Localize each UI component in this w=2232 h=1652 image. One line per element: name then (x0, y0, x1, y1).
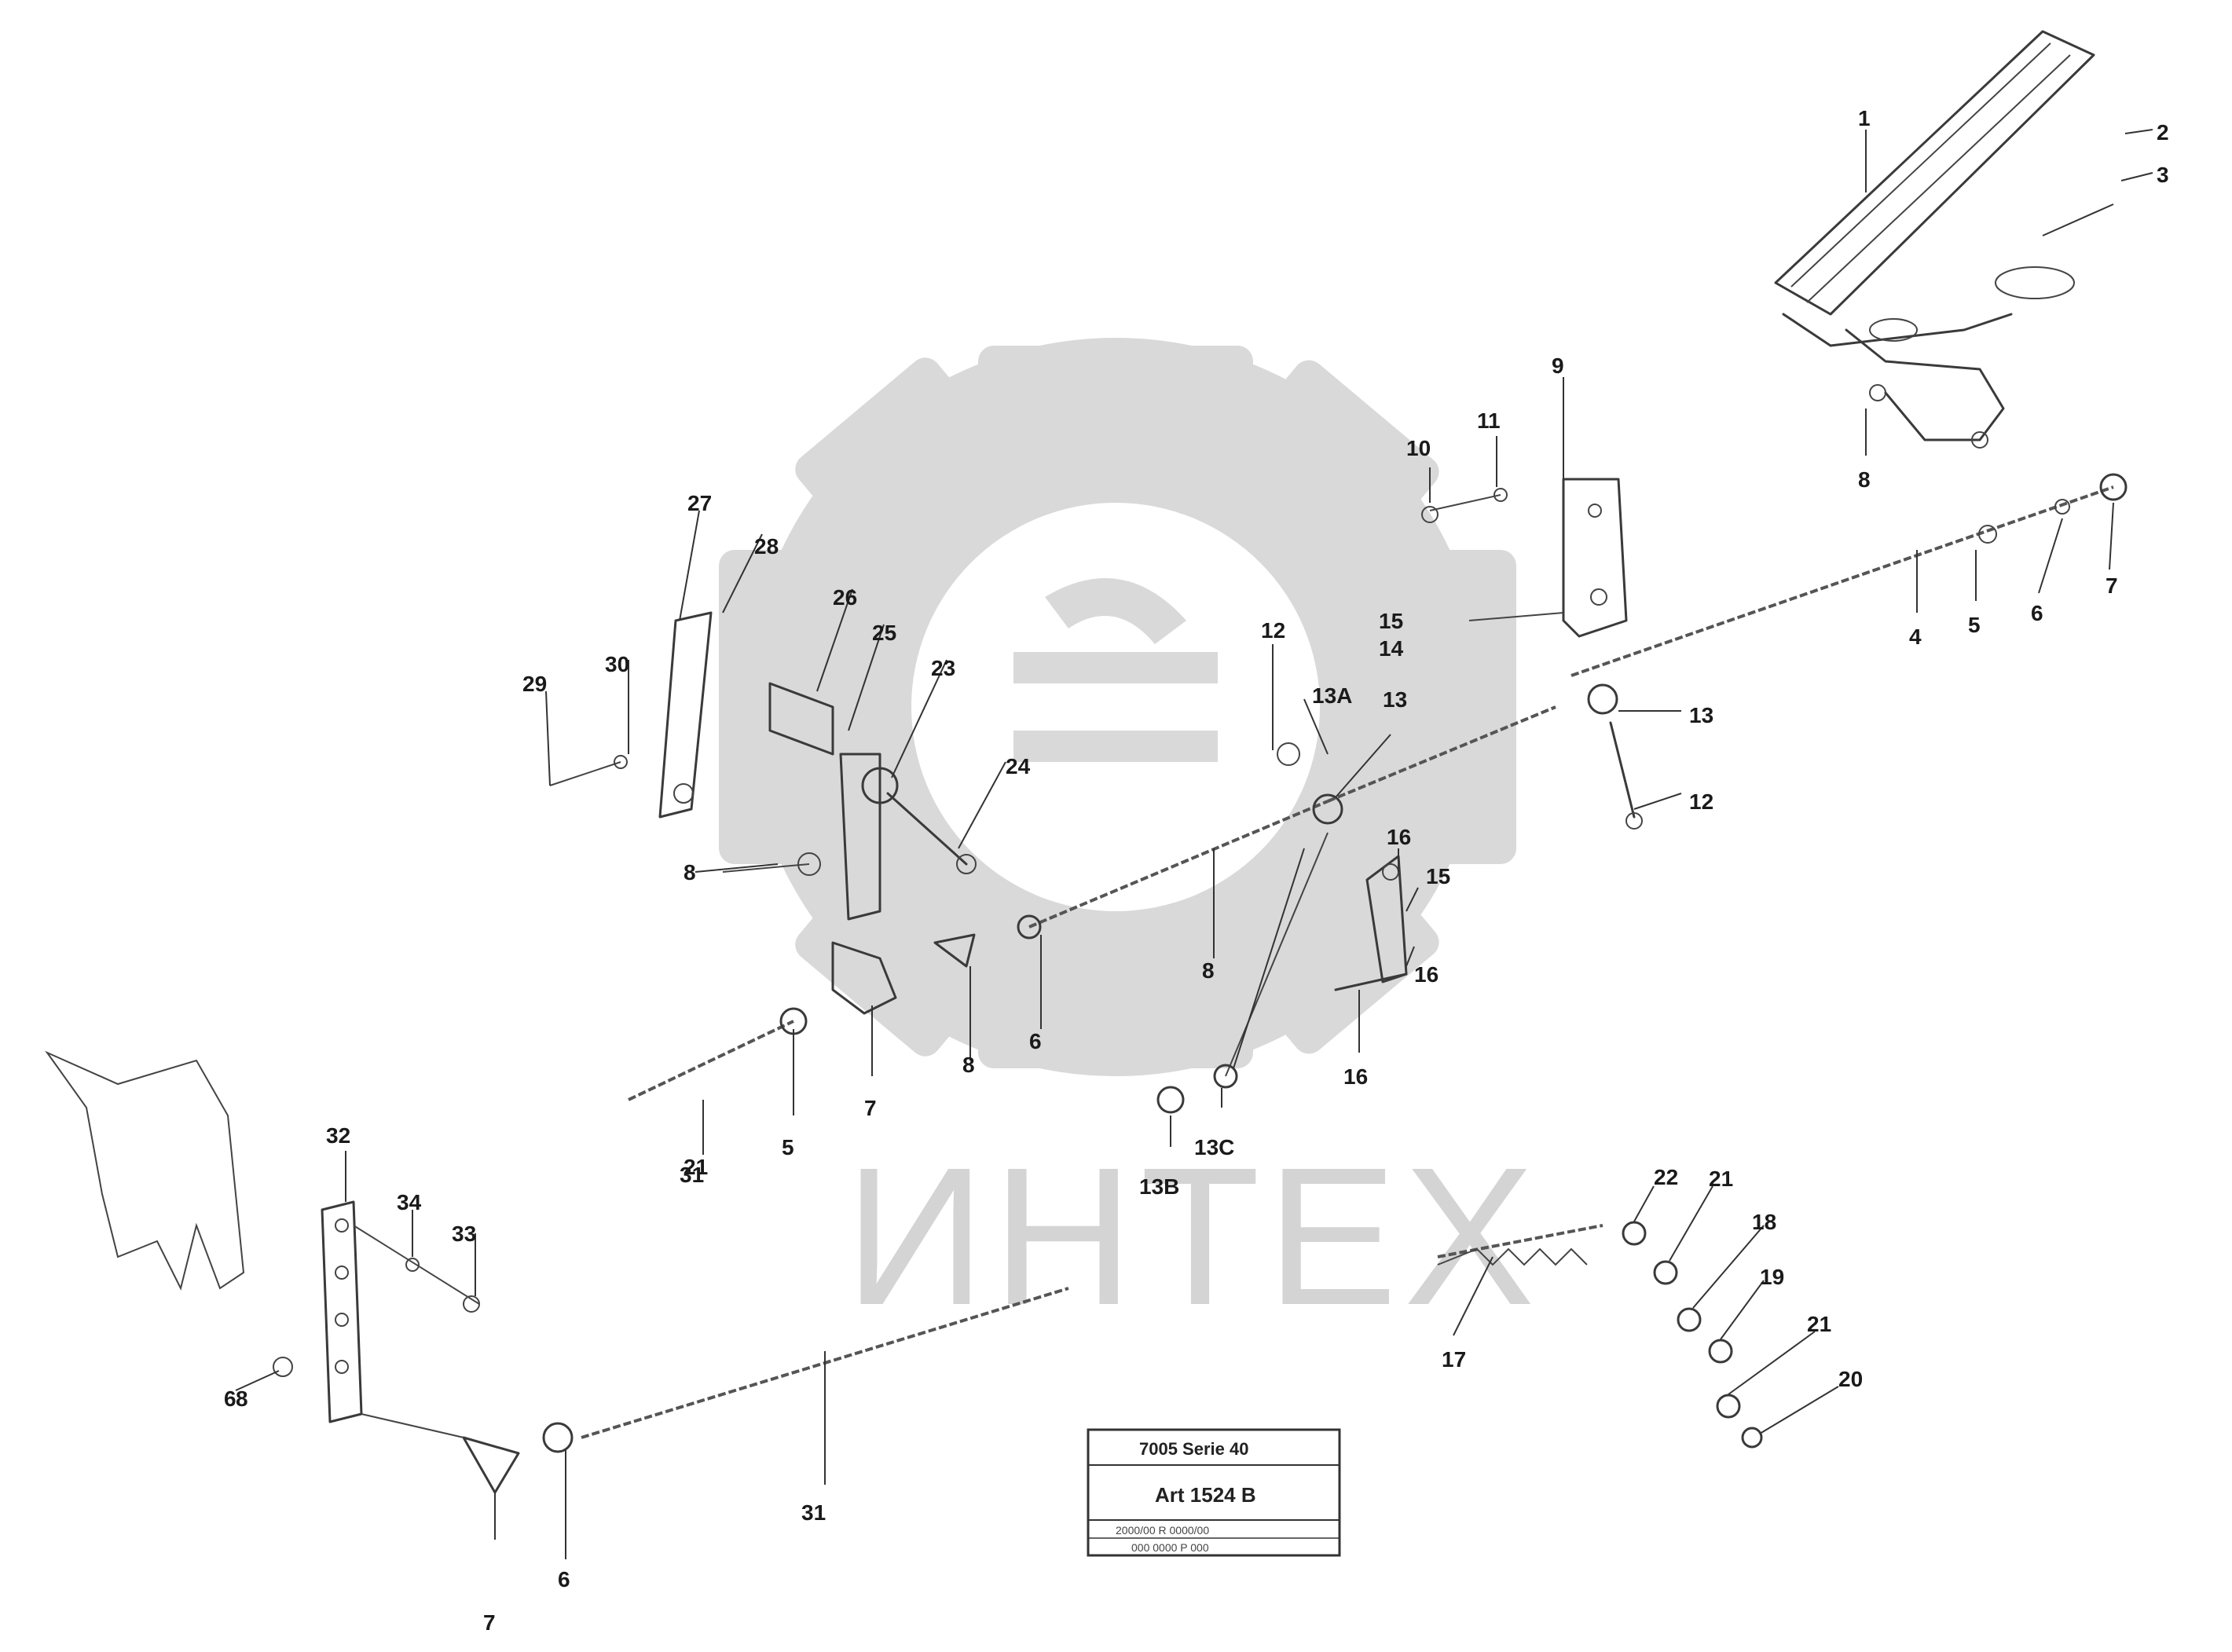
callout-15-top: 15 (1379, 609, 1403, 633)
callout-32: 32 (326, 1123, 350, 1148)
joint-6-bottom (542, 1422, 574, 1453)
callout-6-bottom: 6 (558, 1567, 570, 1592)
bellcrank-7 (462, 1436, 520, 1494)
callout-8-bracket: 8 (236, 1386, 248, 1411)
callout-7: 7 (2106, 573, 2118, 598)
callout-31-left: 31 (680, 1163, 704, 1187)
joint-13 (1587, 683, 1618, 715)
rod-end-joint (2099, 473, 2128, 501)
callout-12-mid: 12 (1261, 618, 1285, 643)
callout-13-right: 13 (1689, 703, 1713, 727)
callout-5: 5 (1968, 613, 1981, 637)
callout-22: 22 (1654, 1165, 1678, 1189)
callout-8-top: 8 (1858, 467, 1871, 492)
engine-housing-sketch (45, 1050, 245, 1291)
callout-7-left: 7 (864, 1096, 877, 1120)
rod-middle (1028, 800, 1329, 929)
callout-15: 15 (1426, 864, 1450, 888)
callout-6-far-left: 6 (224, 1386, 236, 1411)
callout-13: 13 (1383, 687, 1407, 712)
callout-20: 20 (1838, 1367, 1863, 1391)
bolt-10-11 (1429, 494, 1501, 511)
callout-26: 26 (833, 585, 857, 610)
callout-labels: 1 2 3 4 5 6 7 8 9 10 11 12 12 13 13 13A … (224, 106, 2169, 1635)
callout-8-lever: 8 (684, 860, 696, 885)
callout-21-left: 21 (684, 1155, 708, 1179)
callout-2: 2 (2157, 120, 2169, 145)
joint-13c (1213, 1064, 1238, 1089)
callout-21-bottom: 21 (1807, 1312, 1831, 1336)
joint-13b (1156, 1086, 1185, 1114)
spring-assembly (1437, 1221, 1763, 1449)
link-12 (1609, 721, 1636, 819)
rod-upper-right (1570, 485, 2114, 677)
title-block-line2: Art 1524 B (1155, 1483, 1256, 1507)
nut-10 (1421, 506, 1439, 523)
pedal-assembly (1774, 30, 2095, 449)
callout-12-right: 12 (1689, 789, 1713, 814)
bracket-9 (1562, 478, 1628, 638)
leader-lines (235, 129, 2153, 1559)
callout-4: 4 (1909, 625, 1922, 649)
callout-24: 24 (1006, 754, 1031, 778)
title-block-line1: 7005 Serie 40 (1139, 1439, 1248, 1459)
joint-13a (1312, 793, 1343, 825)
callout-6: 6 (2031, 601, 2043, 625)
callout-17: 17 (1442, 1347, 1466, 1372)
joint-13-top (1277, 742, 1300, 766)
title-block: 7005 Serie 40 Art 1524 B 2000/00 R 0000/… (1087, 1428, 1341, 1557)
callout-13a: 13A (1312, 683, 1352, 708)
callout-10: 10 (1406, 436, 1431, 460)
bolt-14-15 (1468, 612, 1564, 621)
rod-lower-left (628, 1020, 794, 1101)
lever-assembly-left (549, 611, 977, 1015)
washer-5 (1978, 525, 1997, 544)
watermark-gear-logo (719, 338, 1516, 1076)
callout-16: 16 (1387, 825, 1411, 849)
callout-34: 34 (397, 1190, 422, 1214)
callout-16-lower: 16 (1414, 962, 1439, 987)
callout-18: 18 (1752, 1210, 1776, 1234)
title-block-line3: 2000/00 R 0000/00 (1116, 1524, 1209, 1537)
callout-33: 33 (452, 1222, 476, 1246)
nut-11 (1493, 488, 1508, 502)
callout-27: 27 (687, 491, 712, 515)
callout-30: 30 (605, 652, 629, 676)
callout-3: 3 (2157, 163, 2169, 187)
callout-8-left: 8 (962, 1053, 975, 1077)
callout-19: 19 (1760, 1265, 1784, 1289)
callout-8-mid: 8 (1202, 958, 1215, 983)
callout-16-bottom: 16 (1343, 1064, 1368, 1089)
callout-1: 1 (1858, 106, 1871, 130)
callout-11: 11 (1477, 408, 1501, 433)
callout-13c: 13C (1194, 1135, 1234, 1159)
callout-21-top: 21 (1709, 1167, 1733, 1191)
bracket-32 (273, 1200, 480, 1438)
callout-13b: 13B (1139, 1174, 1179, 1199)
pin-6 (2054, 499, 2070, 515)
watermark-text: ИНТЕХ (845, 1126, 1541, 1346)
callout-6-mid: 6 (1029, 1029, 1042, 1053)
rod-middle-right (1327, 705, 1556, 803)
title-block-line4: 000 0000 P 000 (1131, 1541, 1209, 1554)
callout-14: 14 (1379, 636, 1404, 661)
callout-28: 28 (754, 534, 779, 559)
rod-middle-end (1017, 914, 1042, 940)
callout-25: 25 (872, 621, 896, 645)
callout-7-bottom: 7 (483, 1610, 496, 1635)
callout-5-left: 5 (782, 1135, 794, 1159)
callout-31-bottom: 31 (801, 1500, 826, 1525)
callout-9: 9 (1552, 353, 1564, 378)
pin-12 (1625, 812, 1643, 830)
callout-29: 29 (522, 672, 547, 696)
callout-23: 23 (931, 656, 955, 680)
link-13bc (1225, 832, 1329, 1077)
